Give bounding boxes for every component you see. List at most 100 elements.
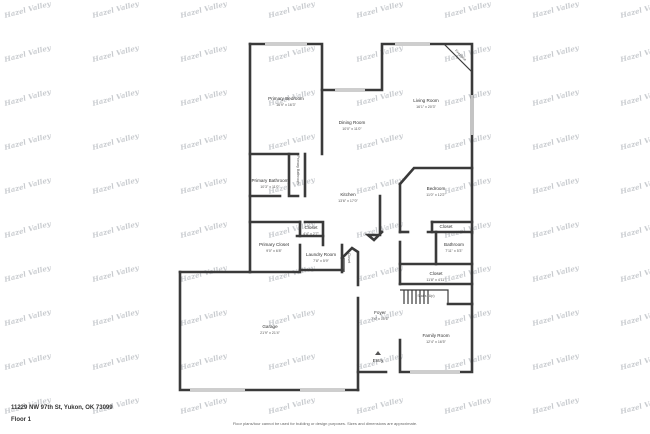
closet-a-dims: 4'4" x 2'7" [303, 232, 319, 236]
bedroom-label: Bedroom [427, 186, 446, 191]
floor-label: Floor 1 [11, 417, 32, 423]
laundry-room-dims: 7'8" x 5'9" [313, 259, 329, 263]
watermark-text: Hazel Valley [178, 395, 228, 417]
watermark-text: Hazel Valley [2, 87, 52, 109]
watermark-text: Hazel Valley [442, 87, 492, 109]
watermark-text: Hazel Valley [178, 307, 228, 329]
watermark-text: Hazel Valley [90, 43, 140, 65]
closet-b-label: Closet [439, 224, 453, 229]
closet-d-dims: 11'8" x 4'11" [426, 278, 446, 282]
watermark-text: Hazel Valley [618, 131, 650, 153]
watermark-text: Hazel Valley [178, 175, 228, 197]
primary-closet-label: Primary Closet [259, 242, 290, 247]
watermark-text: Hazel Valley [530, 307, 580, 329]
watermark-text: Hazel Valley [2, 219, 52, 241]
watermark-text: Hazel Valley [178, 351, 228, 373]
primary-bathroom-label: Primary Bathroom [251, 178, 288, 183]
watermark-text: Hazel Valley [2, 131, 52, 153]
watermark-text: Hazel Valley [2, 351, 52, 373]
watermark-text: Hazel Valley [618, 263, 650, 285]
watermark-text: Hazel Valley [442, 395, 492, 417]
primary-bedroom-label: Primary Bedroom [268, 96, 304, 101]
watermark-text: Hazel Valley [90, 0, 140, 20]
watermark-text: Hazel Valley [2, 307, 52, 329]
entry-arrow-icon [375, 351, 381, 355]
watermark-text: Hazel Valley [530, 351, 580, 373]
watermark-text: Hazel Valley [90, 87, 140, 109]
watermark-text: Hazel Valley [2, 43, 52, 65]
foyer-dims: 7'4" x 10'6" [371, 317, 389, 321]
primary-bathroom-side-label: Primary Bathroom [296, 156, 300, 185]
kitchen-dims: 13'6" x 17'0" [338, 199, 358, 203]
watermark-text: Hazel Valley [618, 395, 650, 417]
watermark-text: Hazel Valley [90, 307, 140, 329]
watermark-text: Hazel Valley [2, 0, 52, 20]
room-labels: Primary Bedroom 16'9" x 16'3" Dining Roo… [251, 49, 467, 363]
watermark-text: Hazel Valley [266, 0, 316, 20]
watermark-text: Hazel Valley [530, 0, 580, 20]
closet-d-label: Closet [429, 271, 443, 276]
bedroom-dims: 11'0" x 12'2" [426, 193, 446, 197]
walls [178, 42, 474, 392]
watermark-text: Hazel Valley [530, 263, 580, 285]
watermark-text: Hazel Valley [178, 87, 228, 109]
watermark-text: Hazel Valley [178, 0, 228, 20]
entry-label: Entry [373, 358, 384, 363]
watermark-text: Hazel Valley [266, 131, 316, 153]
laundry-room-label: Laundry Room [306, 252, 336, 257]
watermark-text: Hazel Valley [178, 43, 228, 65]
foyer-label: Foyer [374, 310, 386, 315]
primary-bedroom-dims: 16'9" x 16'3" [276, 103, 296, 107]
watermark-text: Hazel Valley [2, 175, 52, 197]
watermark-text: Hazel Valley [618, 43, 650, 65]
watermark-text: Hazel Valley [442, 175, 492, 197]
watermark-text: Hazel Valley [2, 263, 52, 285]
watermark-text: Hazel Valley [530, 87, 580, 109]
primary-closet-dims: 9'0" x 6'8" [266, 249, 282, 253]
dining-room-label: Dining Room [339, 120, 366, 125]
family-room-label: Family Room [422, 333, 449, 338]
watermark-text: Hazel Valley [90, 351, 140, 373]
watermark-text: Hazel Valley [354, 263, 404, 285]
watermark-text: Hazel Valley [530, 395, 580, 417]
living-room-dims: 16'1" x 20'3" [416, 105, 436, 109]
watermark-text: Hazel Valley [442, 131, 492, 153]
watermark-text: Hazel Valley [530, 43, 580, 65]
watermark-text: Hazel Valley [266, 43, 316, 65]
living-room-label: Living Room [413, 98, 439, 103]
watermark-text: Hazel Valley [354, 43, 404, 65]
watermark-text: Hazel Valley [530, 175, 580, 197]
watermark-text: Hazel Valley [618, 0, 650, 20]
watermark-text: Hazel Valley [618, 175, 650, 197]
closet-a-label: Closet [304, 225, 318, 230]
watermark-text: Hazel Valley [90, 175, 140, 197]
bathroom-label: Bathroom [444, 242, 464, 247]
watermark-text: Hazel Valley [354, 0, 404, 20]
primary-bathroom-dims: 10'3" x 11'0" [260, 185, 280, 189]
watermark-text: Hazel Valley [618, 87, 650, 109]
garage-label: Garage [262, 324, 278, 329]
watermark-text: Hazel Valley [530, 131, 580, 153]
watermark-text: Hazel Valley [618, 307, 650, 329]
watermark-text: Hazel Valley [90, 263, 140, 285]
garage-dims: 21'9" x 21'4" [260, 331, 280, 335]
watermark-text: Hazel Valley [442, 43, 492, 65]
watermark-text: Hazel Valley [354, 131, 404, 153]
watermark-text: Hazel Valley [442, 263, 492, 285]
watermark-text: Hazel Valley [618, 351, 650, 373]
watermark-text: Hazel Valley [442, 351, 492, 373]
watermark-text: Hazel Valley [266, 351, 316, 373]
watermark-text: Hazel Valley [354, 395, 404, 417]
watermark-text: Hazel Valley [442, 0, 492, 20]
watermark-text: Hazel Valley [178, 131, 228, 153]
closet-c-label: Closet [347, 253, 351, 263]
property-address: 11229 NW 97th St, Yukon, OK 73099 [11, 405, 113, 411]
watermark-text: Hazel Valley [618, 219, 650, 241]
watermark-text: Hazel Valley [90, 131, 140, 153]
watermark-text: Hazel Valley [354, 175, 404, 197]
kitchen-label: Kitchen [340, 192, 356, 197]
disclaimer: Floor plans/tour cannot be used for buil… [232, 421, 418, 426]
watermark-text: Hazel Valley [530, 219, 580, 241]
